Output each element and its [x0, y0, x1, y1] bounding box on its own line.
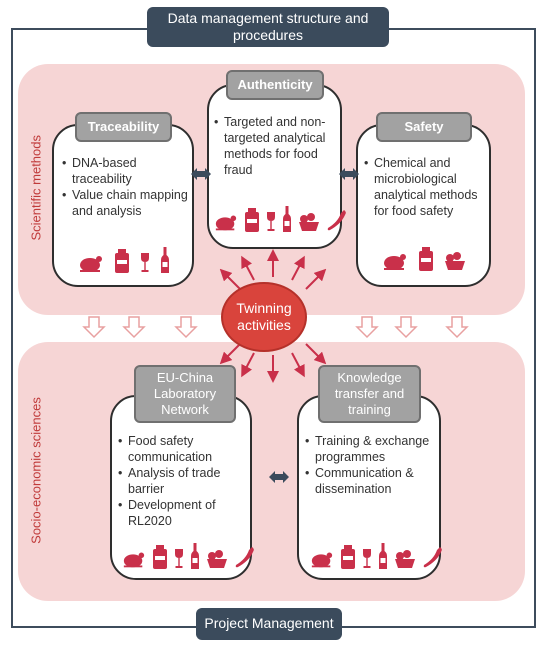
traceability-icons: [78, 247, 170, 273]
turkey-icon: [123, 552, 145, 568]
wine-bottle-icon: [283, 206, 291, 232]
list-item: Targeted and non-targeted analytical met…: [214, 114, 340, 178]
down-arrow-icon: [355, 316, 379, 339]
milk-icon: [115, 249, 129, 273]
list-item: Communication & dissemination: [305, 465, 439, 497]
list-item: Development of RL2020: [118, 497, 250, 529]
knowledge-transfer-title-text: Knowledge transfer and training: [334, 370, 405, 417]
down-arrow-icon: [174, 316, 198, 339]
milk-icon: [341, 545, 355, 569]
wine-bottle-icon: [379, 543, 387, 569]
traceability-bullets: DNA-based traceability Value chain mappi…: [62, 155, 190, 219]
wine-bottle-icon: [161, 247, 169, 273]
milk-icon: [419, 247, 433, 271]
traceability-title: Traceability: [75, 112, 172, 142]
safety-icons: [382, 247, 466, 271]
eu-china-icons: [122, 543, 256, 569]
turkey-icon: [311, 552, 333, 568]
data-management-header: Data management structure and procedures: [147, 7, 389, 47]
eu-china-title-text: EU-China Laboratory Network: [153, 370, 217, 417]
center-label-line1: Twinning: [236, 300, 292, 316]
scientific-methods-label: Scientific methods: [28, 135, 44, 241]
down-arrow-icon: [445, 316, 469, 339]
milk-icon: [153, 545, 167, 569]
turkey-icon: [384, 254, 406, 270]
down-arrow-icon: [122, 316, 146, 339]
eu-china-title: EU-China Laboratory Network: [134, 365, 236, 423]
twinning-activities-circle: Twinning activities: [221, 282, 307, 352]
safety-bullets: Chemical and microbiological analytical …: [364, 155, 490, 219]
authenticity-title: Authenticity: [226, 70, 324, 100]
list-item: Value chain mapping and analysis: [62, 187, 190, 219]
socio-economic-label: Socio-economic sciences: [28, 397, 44, 544]
footer-title: Project Management: [204, 615, 334, 631]
knowledge-transfer-icons: [310, 543, 444, 569]
list-item: Food safety communication: [118, 433, 250, 465]
list-item: Training & exchange programmes: [305, 433, 439, 465]
turkey-icon: [80, 256, 102, 272]
project-management-footer: Project Management: [196, 608, 342, 640]
double-arrow-icon: [191, 168, 211, 180]
down-arrow-icon: [394, 316, 418, 339]
center-label-line2: activities: [237, 317, 291, 333]
eu-china-bullets: Food safety communication Analysis of tr…: [118, 433, 250, 529]
down-arrow-icon: [82, 316, 106, 339]
milk-icon: [245, 208, 259, 232]
vegetable-basket-icon: [299, 213, 319, 231]
double-arrow-icon: [269, 471, 289, 483]
wine-glass-icon: [175, 549, 183, 568]
turkey-icon: [215, 215, 237, 231]
authenticity-icons: [214, 206, 348, 232]
list-item: DNA-based traceability: [62, 155, 190, 187]
safety-title: Safety: [376, 112, 472, 142]
wine-bottle-icon: [191, 543, 199, 569]
knowledge-transfer-title: Knowledge transfer and training: [318, 365, 421, 423]
header-title: Data management structure and procedures: [167, 10, 369, 43]
wine-glass-icon: [141, 253, 149, 272]
chili-pepper-icon: [423, 547, 442, 568]
radial-arrows: [219, 249, 327, 383]
chili-pepper-icon: [327, 210, 346, 231]
list-item: Chemical and microbiological analytical …: [364, 155, 490, 219]
authenticity-bullets: Targeted and non-targeted analytical met…: [214, 114, 340, 178]
wine-glass-icon: [363, 549, 371, 568]
vegetable-basket-icon: [395, 550, 415, 568]
down-arrows: [82, 316, 469, 339]
knowledge-transfer-bullets: Training & exchange programmes Communica…: [305, 433, 439, 497]
double-arrow-icon: [339, 168, 359, 180]
vegetable-basket-icon: [445, 252, 465, 270]
wine-glass-icon: [267, 212, 275, 231]
vegetable-basket-icon: [207, 550, 227, 568]
chili-pepper-icon: [235, 547, 254, 568]
list-item: Analysis of trade barrier: [118, 465, 250, 497]
